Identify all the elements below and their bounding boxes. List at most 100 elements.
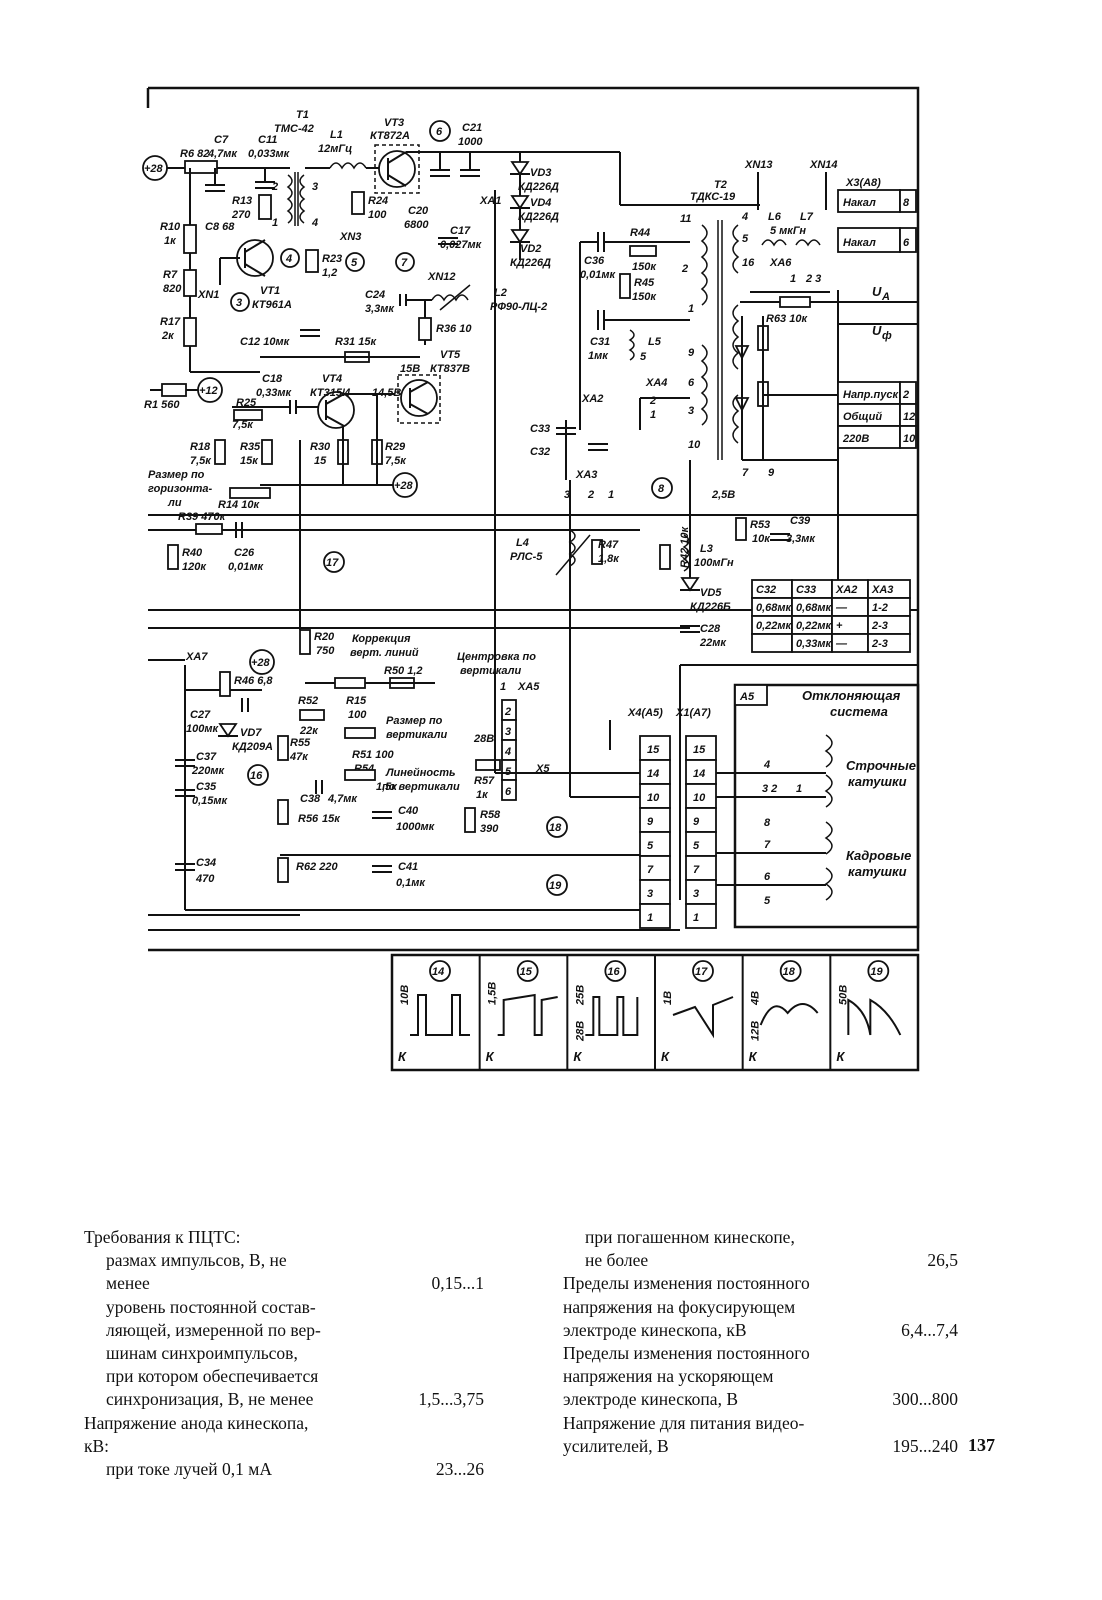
svg-text:R25: R25 — [236, 397, 257, 409]
svg-text:1,2: 1,2 — [322, 267, 337, 279]
svg-text:C34: C34 — [196, 857, 216, 869]
svg-text:C39: C39 — [790, 515, 811, 527]
svg-text:1000мк: 1000мк — [396, 821, 436, 833]
svg-text:750: 750 — [316, 645, 335, 657]
svg-text:C41: C41 — [398, 861, 418, 873]
svg-text:ТМС-42: ТМС-42 — [274, 123, 314, 135]
waveform-label: К — [749, 1049, 758, 1064]
spec-line: кВ: — [84, 1435, 110, 1456]
waveform-trace — [847, 998, 902, 1036]
svg-text:16: 16 — [250, 770, 263, 782]
specs-left-column: Требования к ПЦТС: размах импульсов, В, … — [84, 1226, 484, 1481]
x3-pin-name: Напр.пуск — [843, 389, 900, 401]
x5-pin-cell — [501, 779, 517, 801]
svg-text:C17: C17 — [450, 225, 471, 237]
svg-text:1: 1 — [688, 303, 694, 315]
connector-pin-number: 3 — [647, 888, 653, 900]
svg-text:РФ90-ЛЦ-2: РФ90-ЛЦ-2 — [490, 301, 547, 313]
connector-pin-number: 1 — [693, 912, 699, 924]
waveform-cell: 151,5ВК — [486, 960, 558, 1064]
svg-text:16: 16 — [742, 257, 755, 269]
spec-line: Пределы изменения постоянного — [563, 1343, 810, 1364]
svg-text:2: 2 — [587, 489, 594, 501]
svg-text:КД226Д: КД226Д — [518, 181, 559, 193]
svg-text:L3: L3 — [700, 543, 713, 555]
waveform-marker-number: 16 — [607, 966, 620, 978]
svg-text:VT1: VT1 — [260, 285, 280, 297]
svg-text:150к: 150к — [632, 261, 657, 273]
svg-text:L4: L4 — [516, 537, 529, 549]
svg-text:XA6: XA6 — [769, 257, 792, 269]
svg-text:R52: R52 — [298, 695, 318, 707]
connector-pin-cell — [639, 735, 671, 761]
waveform-marker-number: 19 — [870, 966, 883, 978]
svg-text:4: 4 — [285, 253, 292, 265]
svg-text:8: 8 — [764, 817, 771, 829]
connector-pin-number: 5 — [693, 840, 700, 852]
spec-line: размах импульсов, В, не — [106, 1250, 287, 1271]
svg-text:C12 10мк: C12 10мк — [240, 336, 291, 348]
waveform-label: К — [661, 1049, 670, 1064]
waveform-amplitude: 10В — [399, 985, 411, 1005]
svg-text:C24: C24 — [365, 289, 385, 301]
x3-pin-number-cell — [899, 227, 917, 253]
svg-text:C31: C31 — [590, 336, 610, 348]
svg-text:4,7мк: 4,7мк — [327, 793, 358, 805]
svg-text:XA4: XA4 — [645, 377, 667, 389]
svg-text:0,33мк: 0,33мк — [256, 387, 293, 399]
plus28-label-1: +28 — [144, 163, 164, 175]
svg-text:R57: R57 — [474, 775, 495, 787]
svg-text:КТ837В: КТ837В — [430, 363, 470, 375]
waveform-marker-number: 14 — [432, 966, 444, 978]
svg-text:C33: C33 — [530, 423, 550, 435]
svg-text:R7: R7 — [163, 269, 178, 281]
svg-text:10: 10 — [688, 439, 701, 451]
waveform-label: К — [836, 1049, 845, 1064]
svg-text:220мк: 220мк — [191, 765, 225, 777]
svg-text:X4(A5): X4(A5) — [627, 707, 663, 719]
svg-text:КТ961А: КТ961А — [252, 299, 292, 311]
svg-text:4: 4 — [763, 759, 770, 771]
svg-text:R56: R56 — [298, 813, 319, 825]
connector-pin-number: 10 — [647, 792, 660, 804]
x5-pin-number: 4 — [504, 746, 511, 758]
svg-text:+28: +28 — [251, 657, 271, 669]
svg-text:2: 2 — [681, 263, 688, 275]
jumper-table-value: + — [836, 620, 843, 632]
svg-text:270: 270 — [231, 209, 251, 221]
svg-text:VT3: VT3 — [384, 117, 404, 129]
svg-text:18: 18 — [549, 822, 562, 834]
svg-text:7: 7 — [401, 257, 408, 269]
svg-text:C40: C40 — [398, 805, 419, 817]
connector-pin-number: 5 — [647, 840, 654, 852]
svg-text:L5: L5 — [648, 336, 662, 348]
svg-text:5: 5 — [640, 351, 647, 363]
jumper-table-cell — [867, 633, 911, 653]
svg-text:R31 15к: R31 15к — [335, 336, 377, 348]
jumper-table-cell — [751, 633, 793, 653]
x3-pin-name: Общий — [843, 411, 882, 423]
connector-pin-number: 3 — [693, 888, 699, 900]
svg-text:XA1: XA1 — [479, 195, 501, 207]
svg-text:19: 19 — [549, 880, 562, 892]
svg-text:2,5В: 2,5В — [711, 489, 735, 501]
svg-text:L6: L6 — [768, 211, 782, 223]
svg-text:U: U — [872, 323, 882, 338]
svg-text:3: 3 — [688, 405, 694, 417]
svg-text:15: 15 — [314, 455, 327, 467]
x3-pin-name: Накал — [843, 197, 876, 209]
svg-text:1: 1 — [608, 489, 614, 501]
svg-text:1: 1 — [650, 409, 656, 421]
jumper-table-value: 2-3 — [871, 620, 888, 632]
svg-text:100мк: 100мк — [186, 723, 219, 735]
connector-pin-number: 10 — [693, 792, 706, 804]
svg-text:4: 4 — [741, 211, 748, 223]
connector-pin-number: 15 — [693, 744, 706, 756]
x5-pin-number: 3 — [505, 726, 511, 738]
